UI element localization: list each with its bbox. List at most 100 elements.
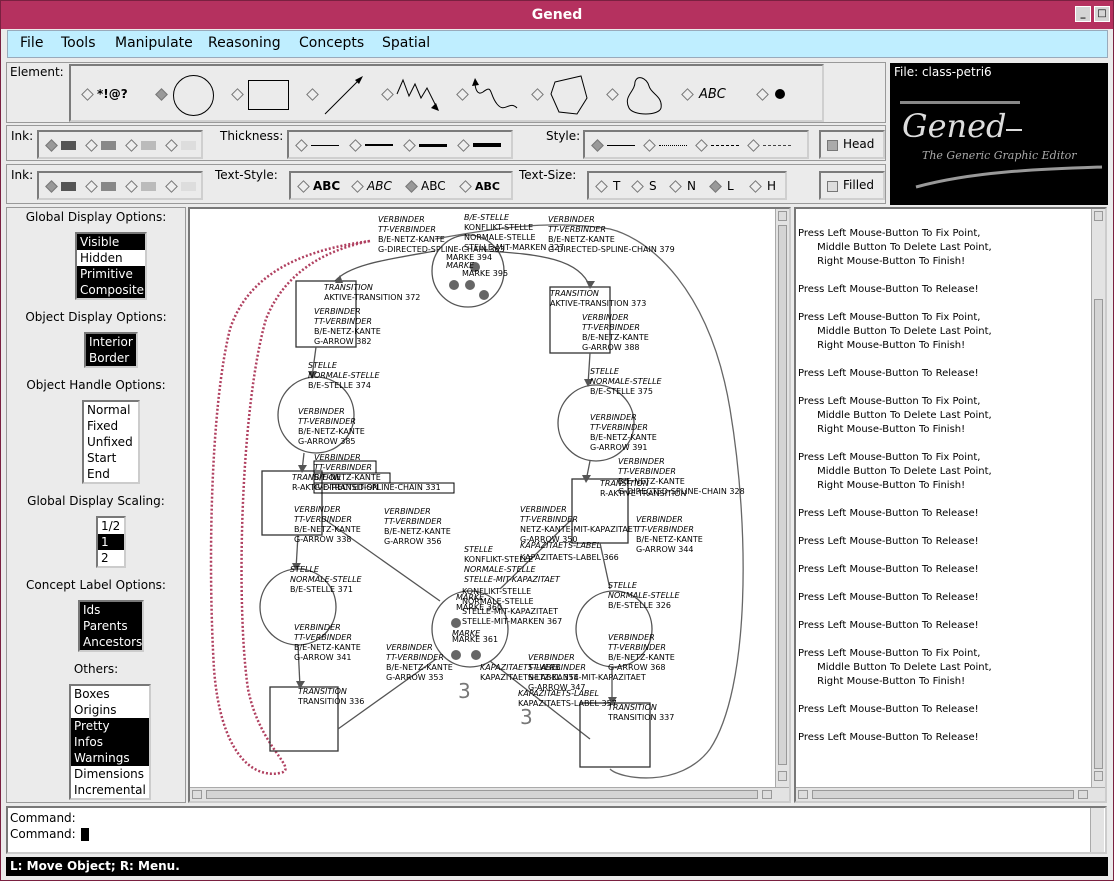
filled-toggle[interactable]: Filled xyxy=(819,171,885,200)
canvas-horizontal-scrollbar[interactable] xyxy=(190,787,789,801)
option-ids[interactable]: Ids xyxy=(80,602,142,618)
ink2-radio-3[interactable] xyxy=(125,180,138,193)
option-primitive[interactable]: Primitive xyxy=(77,266,145,282)
element-radio-point[interactable] xyxy=(756,88,769,101)
style-radio-1[interactable] xyxy=(591,139,604,152)
point-tool-icon[interactable] xyxy=(775,89,785,99)
msg-scroll-down-icon[interactable] xyxy=(1094,771,1103,781)
option-dimensions[interactable]: Dimensions xyxy=(74,767,145,781)
option-warnings[interactable]: Warnings xyxy=(71,750,149,766)
thickness-radio-1[interactable] xyxy=(295,139,308,152)
scroll-down-icon[interactable] xyxy=(778,771,787,781)
message-vertical-thumb[interactable] xyxy=(1094,299,1103,769)
msg-scroll-left-icon[interactable] xyxy=(798,790,808,799)
msg-scroll-right-icon[interactable] xyxy=(1078,790,1088,799)
polygon-tool-icon[interactable] xyxy=(547,72,591,118)
style-radio-2[interactable] xyxy=(643,139,656,152)
element-radio-polygon[interactable] xyxy=(531,88,544,101)
option-normal[interactable]: Normal xyxy=(87,403,131,417)
command-area[interactable]: Command: Command: xyxy=(6,806,1107,854)
style-radio-4[interactable] xyxy=(747,139,760,152)
element-radio-arrow[interactable] xyxy=(306,88,319,101)
rectangle-tool-icon[interactable] xyxy=(248,80,289,110)
canvas-vertical-thumb[interactable] xyxy=(778,225,787,765)
element-radio-polyline[interactable] xyxy=(381,88,394,101)
message-horizontal-scrollbar[interactable] xyxy=(796,787,1105,801)
option-origins[interactable]: Origins xyxy=(74,703,117,717)
menu-manipulate[interactable]: Manipulate xyxy=(115,35,193,51)
element-radio-abc[interactable] xyxy=(681,88,694,101)
option-scale-2[interactable]: 2 xyxy=(101,551,109,565)
element-radio-rectangle[interactable] xyxy=(231,88,244,101)
ink-radio-2[interactable] xyxy=(85,139,98,152)
menu-concepts[interactable]: Concepts xyxy=(299,35,365,51)
option-unfixed[interactable]: Unfixed xyxy=(87,435,133,449)
message-vertical-scrollbar[interactable] xyxy=(1091,209,1105,787)
ink2-radio-1[interactable] xyxy=(45,180,58,193)
title-bar[interactable]: Gened _ □ xyxy=(1,1,1113,29)
ink2-swatch-lightest xyxy=(181,182,196,191)
filled-checkbox[interactable] xyxy=(827,181,838,192)
text-size-radio-l[interactable] xyxy=(709,180,722,193)
option-start[interactable]: Start xyxy=(87,451,117,465)
thickness-radio-2[interactable] xyxy=(349,139,362,152)
canvas-horizontal-thumb[interactable] xyxy=(206,790,758,799)
option-visible[interactable]: Visible xyxy=(77,234,145,250)
text-style-radio-bold[interactable] xyxy=(297,180,310,193)
minimize-icon[interactable]: _ xyxy=(1075,6,1091,22)
option-scale-1[interactable]: 1 xyxy=(98,534,124,550)
ink-radio-1[interactable] xyxy=(45,139,58,152)
head-checkbox[interactable] xyxy=(827,140,838,151)
text-size-radio-h[interactable] xyxy=(749,180,762,193)
option-composite[interactable]: Composite xyxy=(77,282,145,298)
option-ancestors[interactable]: Ancestors xyxy=(80,634,142,650)
ink2-radio-4[interactable] xyxy=(165,180,178,193)
text-style-radio-bold-small[interactable] xyxy=(459,180,472,193)
scroll-right-icon[interactable] xyxy=(762,790,772,799)
arrow-tool-icon[interactable] xyxy=(321,72,367,118)
ink-radio-4[interactable] xyxy=(165,139,178,152)
msg-scroll-up-icon[interactable] xyxy=(1094,211,1103,221)
text-size-radio-t[interactable] xyxy=(595,180,608,193)
text-style-radio-normal[interactable] xyxy=(405,180,418,193)
text-size-radio-s[interactable] xyxy=(631,180,644,193)
command-scrollbar[interactable] xyxy=(1090,808,1104,852)
scroll-up-icon[interactable] xyxy=(778,211,787,221)
option-interior[interactable]: Interior xyxy=(86,334,136,350)
option-end[interactable]: End xyxy=(87,467,110,481)
option-infos[interactable]: Infos xyxy=(71,734,149,750)
option-incremental[interactable]: Incremental xyxy=(74,783,146,797)
option-border[interactable]: Border xyxy=(86,350,136,366)
maximize-icon[interactable]: □ xyxy=(1094,6,1110,22)
circle-tool-icon[interactable] xyxy=(173,75,214,116)
option-hidden[interactable]: Hidden xyxy=(80,251,123,265)
option-scale-half[interactable]: 1/2 xyxy=(101,519,121,533)
closed-spline-tool-icon[interactable] xyxy=(621,72,667,118)
chain-arrow-tool-icon[interactable] xyxy=(395,74,443,114)
scroll-left-icon[interactable] xyxy=(192,790,202,799)
menu-reasoning[interactable]: Reasoning xyxy=(208,35,281,51)
ink2-radio-2[interactable] xyxy=(85,180,98,193)
menu-file[interactable]: File xyxy=(20,35,44,51)
canvas-vertical-scrollbar[interactable] xyxy=(775,209,789,787)
ink-radio-3[interactable] xyxy=(125,139,138,152)
option-pretty[interactable]: Pretty xyxy=(71,718,149,734)
text-style-radio-italic[interactable] xyxy=(351,180,364,193)
message-horizontal-thumb[interactable] xyxy=(812,790,1074,799)
menu-spatial[interactable]: Spatial xyxy=(382,35,431,51)
element-radio-closed-spline[interactable] xyxy=(606,88,619,101)
option-fixed[interactable]: Fixed xyxy=(87,419,119,433)
element-radio-text[interactable] xyxy=(81,88,94,101)
option-boxes[interactable]: Boxes xyxy=(74,687,110,701)
element-radio-circle[interactable] xyxy=(155,88,168,101)
thickness-radio-3[interactable] xyxy=(403,139,416,152)
style-radio-3[interactable] xyxy=(695,139,708,152)
element-radio-spline[interactable] xyxy=(456,88,469,101)
head-toggle[interactable]: Head xyxy=(819,130,885,159)
thickness-radio-4[interactable] xyxy=(457,139,470,152)
text-size-radio-n[interactable] xyxy=(669,180,682,193)
option-parents[interactable]: Parents xyxy=(80,618,142,634)
spline-arrow-tool-icon[interactable] xyxy=(469,74,521,116)
menu-tools[interactable]: Tools xyxy=(61,35,96,51)
